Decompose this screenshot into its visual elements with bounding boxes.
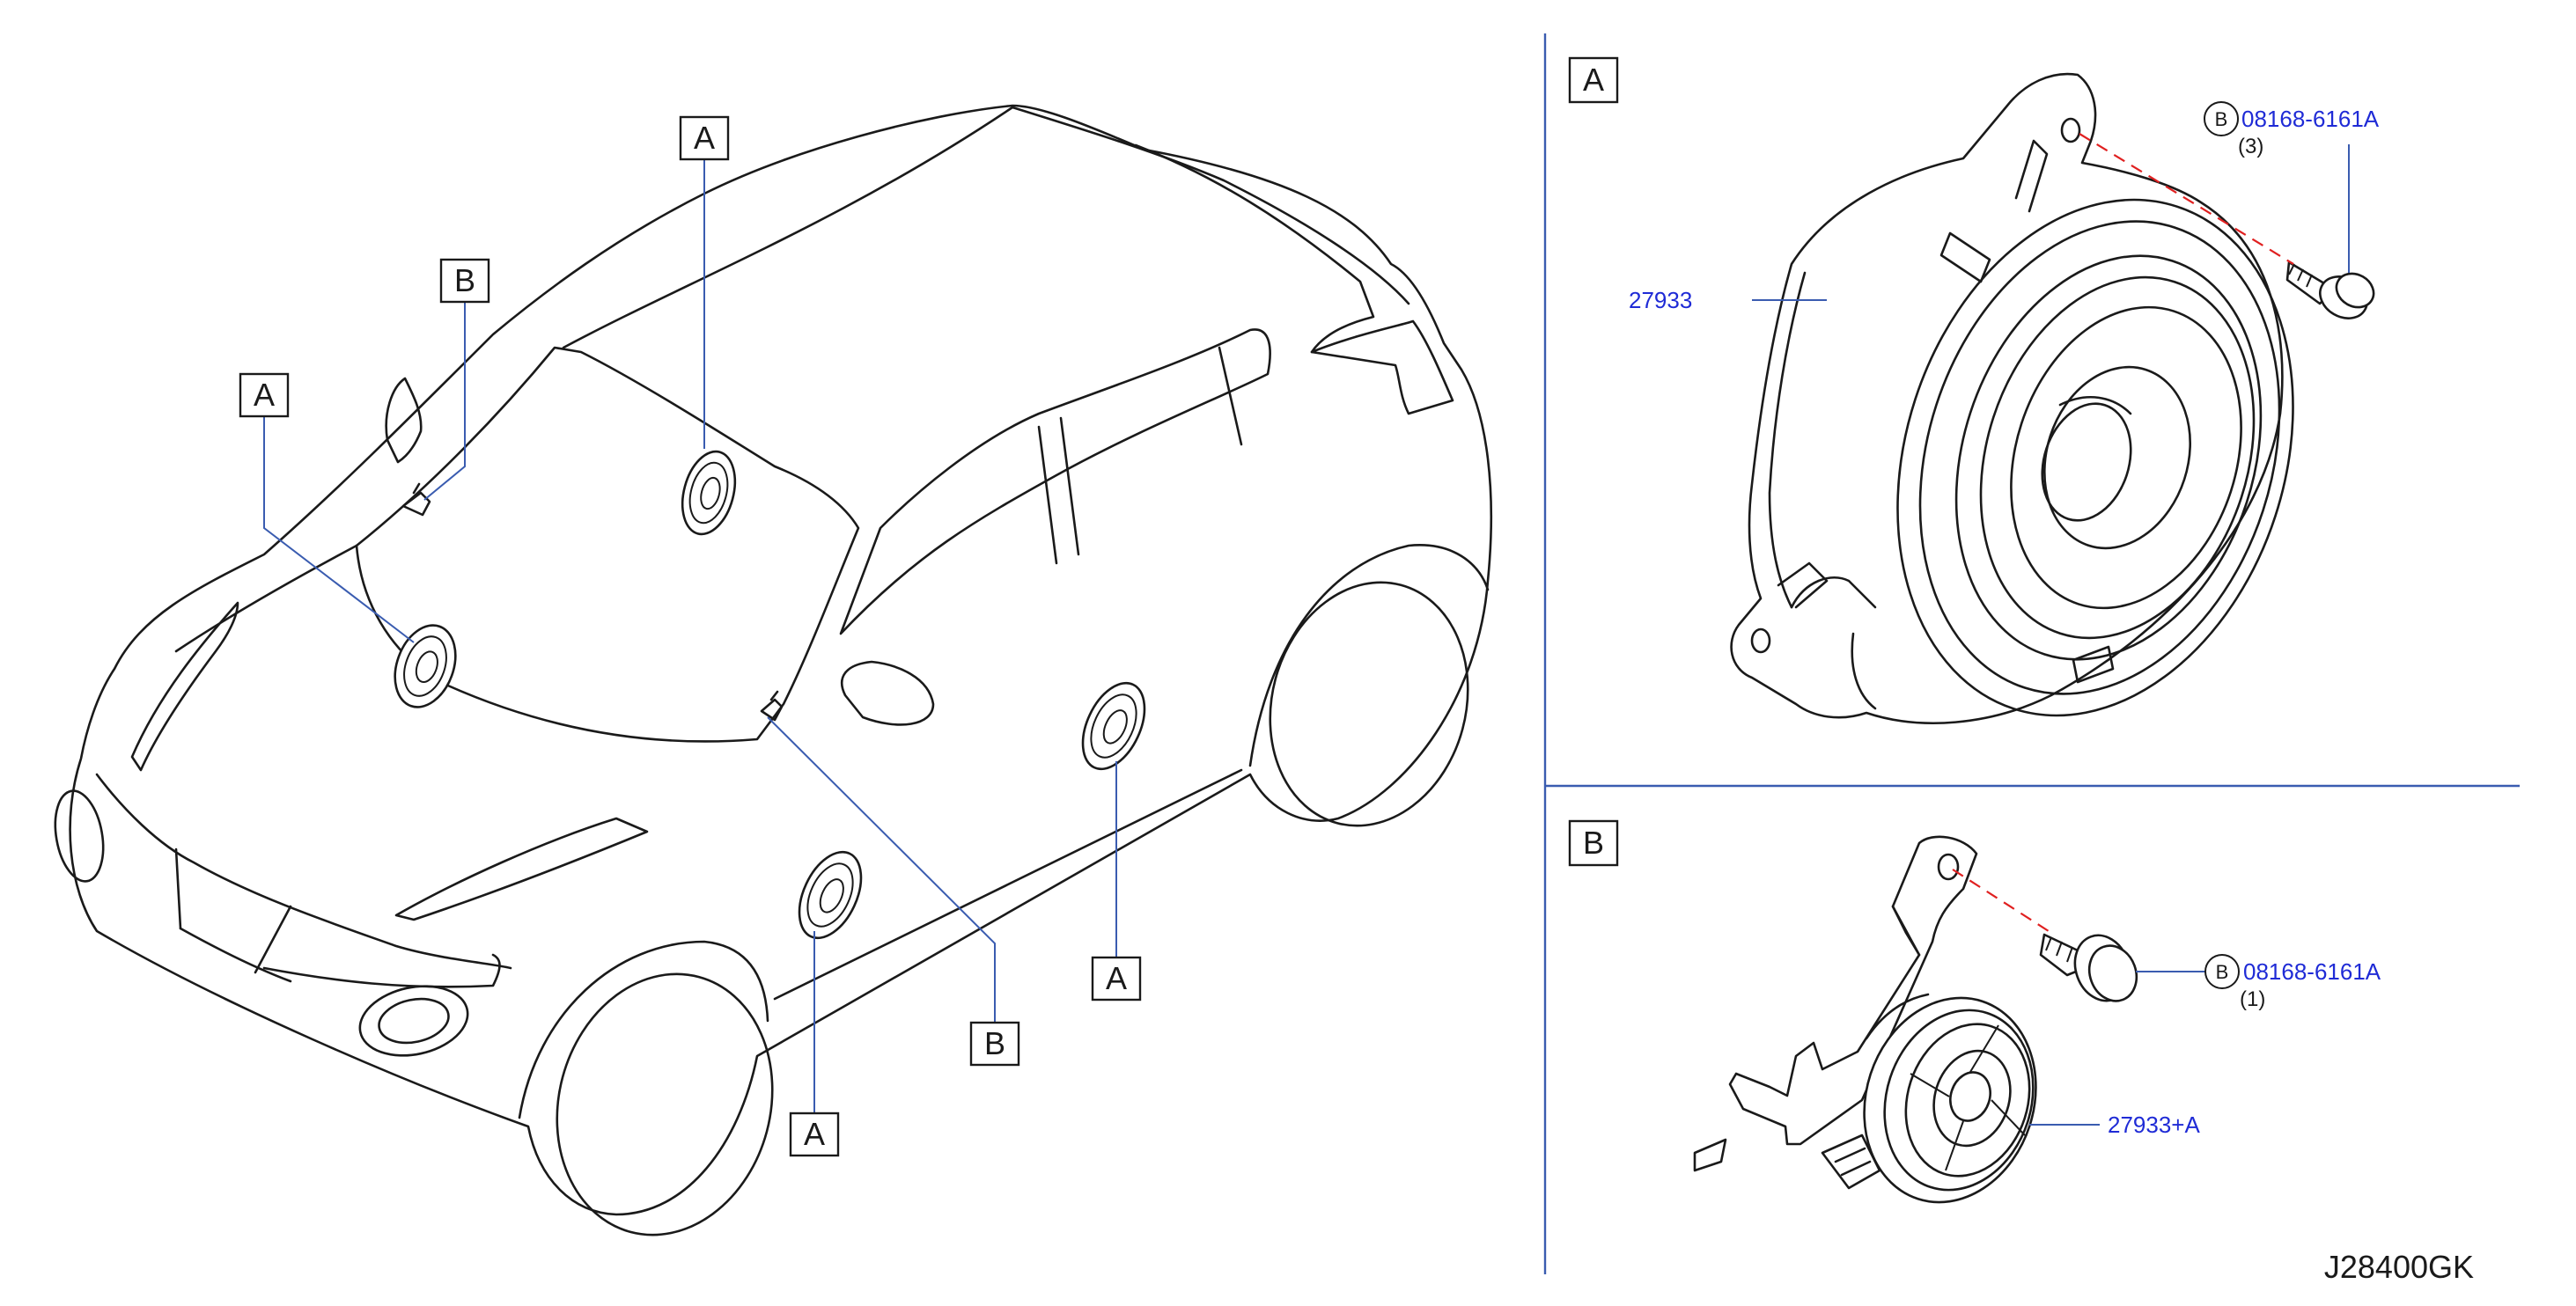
detail-b-bolt-qty: (1)	[2240, 987, 2265, 1011]
callout-b-right: B	[969, 1021, 1020, 1067]
detail-b-tweeter	[1693, 835, 2037, 1204]
detail-b-bolt	[2039, 933, 2138, 1002]
detail-b-bolt-circle-letter: B	[2216, 961, 2229, 983]
callout-a-rear-door-label: A	[1106, 960, 1127, 996]
detail-a-bolt-qty: (3)	[2238, 135, 2263, 158]
detail-a-bolt-part-number: 08168-6161A	[2241, 106, 2380, 132]
svg-text:B: B	[1583, 825, 1604, 861]
callout-a-top-label: A	[694, 120, 715, 156]
detail-b-label: B	[1568, 819, 1619, 867]
detail-a-part-number: 27933	[1629, 287, 1692, 313]
detail-a-bolt-axis	[2079, 133, 2294, 265]
detail-a-bolt-callout: B 08168-6161A (3)	[2204, 101, 2380, 158]
speaker-top-center	[681, 450, 737, 536]
detail-b-bolt-callout: B 08168-6161A (1)	[2204, 954, 2381, 1011]
callout-b-right-label: B	[984, 1025, 1005, 1061]
detail-a-bolt	[2285, 260, 2375, 319]
tweeter-right	[760, 690, 784, 722]
detail-a-bolt-circle-letter: B	[2215, 108, 2228, 130]
callout-b-left-label: B	[454, 262, 475, 298]
speaker-rear-door	[1081, 681, 1146, 771]
detail-a-speaker	[1730, 72, 2294, 724]
callout-a-front-door-label: A	[804, 1116, 825, 1152]
drawing-code: J28400GK	[2324, 1249, 2474, 1285]
svg-text:A: A	[1583, 62, 1604, 98]
callout-a-front-door: A	[789, 1112, 840, 1157]
car-outline	[54, 104, 1493, 1236]
tweeter-left	[401, 482, 431, 517]
callout-a-left: A	[239, 372, 290, 418]
callout-a-top: A	[679, 115, 730, 161]
callout-b-left: B	[439, 258, 490, 304]
detail-b-bolt-part-number: 08168-6161A	[2243, 958, 2381, 985]
detail-b-part-number: 27933+A	[2108, 1112, 2200, 1138]
speaker-front-door	[798, 850, 863, 940]
detail-a-label: A	[1568, 56, 1619, 104]
callout-a-left-label: A	[254, 377, 275, 413]
callout-a-rear-door: A	[1091, 956, 1142, 1002]
car-leader-lines	[263, 159, 1117, 1113]
speaker-dash-left	[394, 624, 457, 708]
